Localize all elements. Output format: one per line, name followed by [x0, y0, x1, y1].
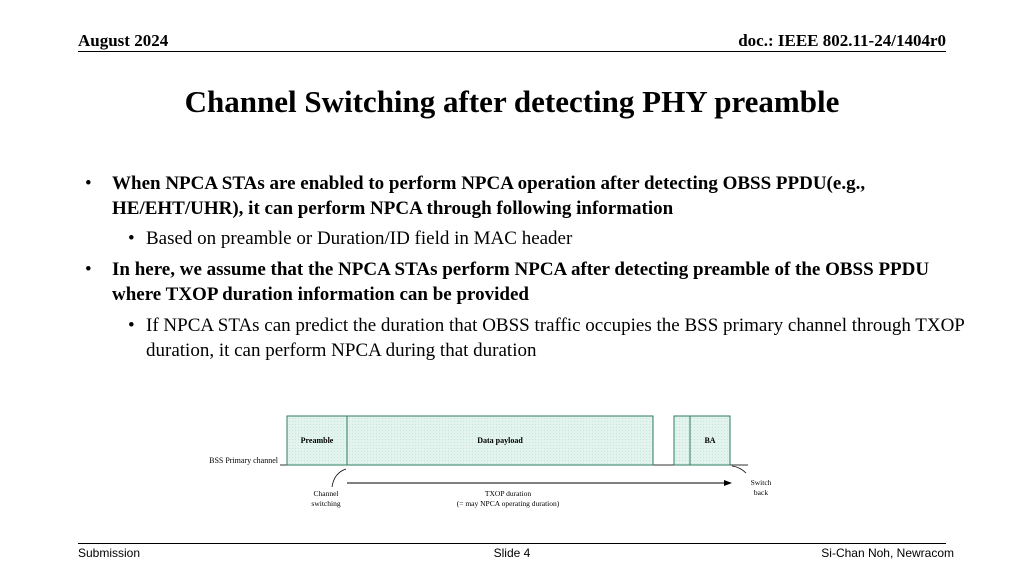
- data-payload-block: [346, 415, 654, 466]
- sifs-block: [673, 415, 691, 466]
- channel-switch-curve: [331, 468, 347, 488]
- preamble-block: [286, 415, 348, 466]
- back-label-line2: back: [754, 488, 768, 497]
- footer-submission: Submission: [78, 546, 141, 560]
- preamble-label: Preamble: [301, 436, 334, 445]
- footer-author: Si-Chan Noh, Newracom: [821, 546, 954, 560]
- header-divider: [78, 51, 946, 52]
- ba-label: BA: [704, 436, 715, 445]
- bullet-2: Based on preamble or Duration/ID field i…: [146, 228, 573, 249]
- switch-label-line2: switching: [311, 499, 340, 508]
- back-label-line1: Switch: [751, 478, 772, 487]
- txop-arrowhead: [724, 480, 732, 486]
- header-doc-id: doc.: IEEE 802.11-24/1404r0: [738, 31, 946, 50]
- bullet-3: In here, we assume that the NPCA STAs pe…: [112, 259, 930, 305]
- bullet-marker-4: •: [128, 315, 135, 336]
- bullet-marker-2: •: [128, 228, 135, 249]
- bullet-marker-3: •: [85, 259, 92, 280]
- bullet-1: When NPCA STAs are enabled to perform NP…: [112, 173, 866, 219]
- footer-divider: [78, 543, 946, 544]
- payload-label: Data payload: [477, 436, 523, 445]
- txop-label-line1: TXOP duration: [485, 489, 531, 498]
- bullet-marker-1: •: [85, 173, 92, 194]
- slide-title: Channel Switching after detecting PHY pr…: [184, 84, 840, 119]
- ba-block: [689, 415, 731, 466]
- txop-label-line2: (= may NPCA operating duration): [457, 499, 560, 508]
- bullet-4: If NPCA STAs can predict the duration th…: [146, 315, 965, 361]
- switch-label-line1: Channel: [314, 489, 339, 498]
- footer-slide-number: Slide 4: [493, 546, 531, 560]
- channel-label: BSS Primary channel: [209, 456, 279, 465]
- header-date: August 2024: [78, 31, 169, 50]
- npca-timing-diagram: Preamble Data payload BA BSS Primary cha…: [209, 415, 772, 508]
- switch-back-curve: [731, 465, 747, 474]
